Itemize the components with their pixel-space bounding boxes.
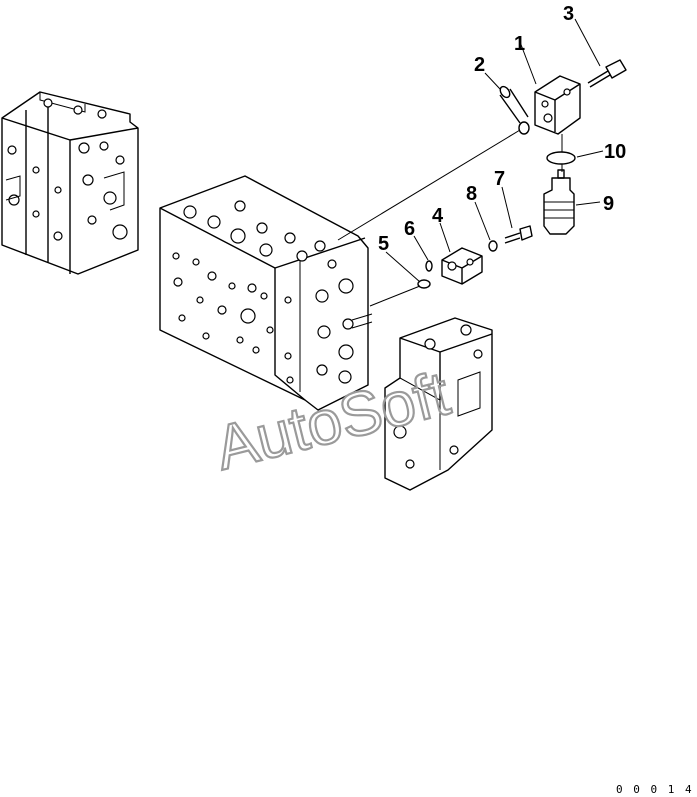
- part-10-o-ring: [546, 151, 576, 165]
- part-6-o-ring: [425, 260, 433, 272]
- part-1-block: [534, 75, 581, 135]
- reference-valve-assembly: [1, 91, 139, 275]
- part-4-block: [441, 247, 483, 285]
- section-valve-block: [384, 317, 493, 491]
- assembly-lines: [337, 18, 604, 307]
- part-2-plug: [499, 85, 530, 135]
- part-5-o-ring: [417, 279, 431, 289]
- callout-1: 1: [514, 33, 525, 55]
- main-control-valve-block: [159, 175, 373, 411]
- callout-labels: 1 2 3 4 5 6 7 8 9 10: [378, 3, 626, 255]
- callout-4: 4: [432, 205, 444, 227]
- part-3-bolt: [587, 59, 627, 88]
- callout-8: 8: [466, 183, 477, 205]
- part-8-washer: [488, 240, 498, 252]
- callout-2: 2: [474, 54, 485, 76]
- part-9-valve-cartridge: [543, 169, 575, 235]
- callout-9: 9: [603, 193, 614, 215]
- callout-3: 3: [563, 3, 574, 25]
- watermark: AutoSoft: [209, 359, 456, 483]
- drawing-number: 0 0 0 1 4 7 0 1: [616, 783, 697, 796]
- part-7-bolt: [504, 225, 533, 244]
- callout-5: 5: [378, 233, 389, 255]
- callout-7: 7: [494, 168, 505, 190]
- callout-10: 10: [604, 141, 626, 163]
- callout-6: 6: [404, 218, 415, 240]
